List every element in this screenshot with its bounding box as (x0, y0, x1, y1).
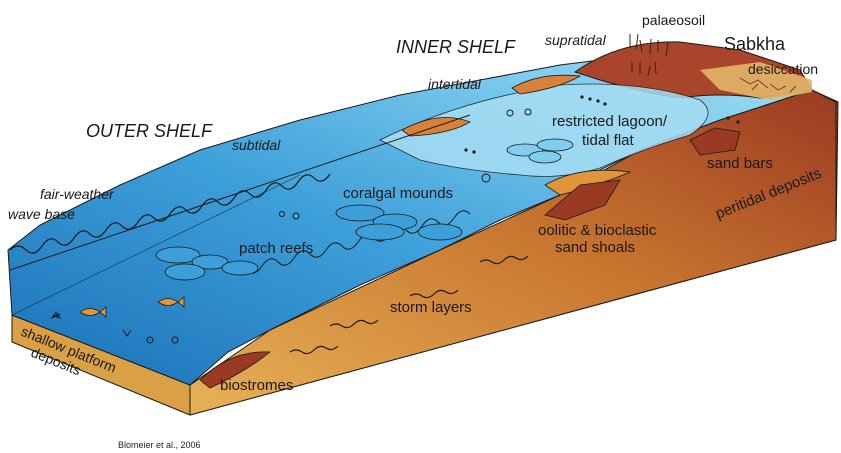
intertidal-sand-lens (511, 74, 582, 95)
label-patch-reefs: patch reefs (239, 240, 313, 257)
shoal-red-patch (544, 179, 621, 221)
label-sand-bars: sand bars (707, 155, 773, 172)
label-outer-shelf: OUTER SHELF (86, 121, 213, 141)
fossil-symbols (50, 108, 532, 344)
palaeosoil-plants (629, 33, 669, 77)
label-subtidal: subtidal (232, 137, 281, 153)
label-sand-shoals: sand shoals (555, 239, 635, 256)
label-biostromes: biostromes (220, 377, 293, 394)
desiccation-cracks (739, 77, 797, 93)
label-sabkha: Sabkha (724, 34, 786, 54)
patch-reefs-group (155, 246, 259, 281)
sand-bar-patch (689, 127, 741, 156)
label-oolitic-bioclastic: oolitic & bioclastic (538, 222, 657, 239)
label-wave-base: wave base (8, 206, 75, 222)
storm-layer-marks (289, 255, 529, 355)
lagoon-mounds-group (506, 138, 574, 164)
label-supratidal: supratidal (545, 32, 607, 48)
label-inner-shelf: INNER SHELF (396, 37, 516, 57)
label-coralgal-mounds: coralgal mounds (343, 185, 453, 202)
biostrome-patch (199, 351, 272, 389)
coralgal-mounds-group (335, 204, 463, 241)
wave-line-inner (229, 210, 471, 274)
label-restricted-lagoon: restricted lagoon/ (552, 113, 668, 130)
fish-icons (79, 296, 185, 318)
label-fair-weather: fair-weather (40, 186, 115, 202)
label-desiccation: desiccation (748, 61, 818, 77)
citation: Blomeier et al., 2006 (118, 440, 201, 450)
shelf-break-line (11, 174, 301, 316)
label-storm-layers: storm layers (390, 299, 472, 316)
label-tidal-flat: tidal flat (582, 132, 635, 149)
wave-line (9, 173, 331, 254)
fair-weather-wave-base-line (9, 114, 471, 271)
label-palaeosoil: palaeosoil (642, 12, 705, 28)
label-intertidal: intertidal (428, 76, 482, 92)
lagoon-dots (464, 95, 740, 154)
